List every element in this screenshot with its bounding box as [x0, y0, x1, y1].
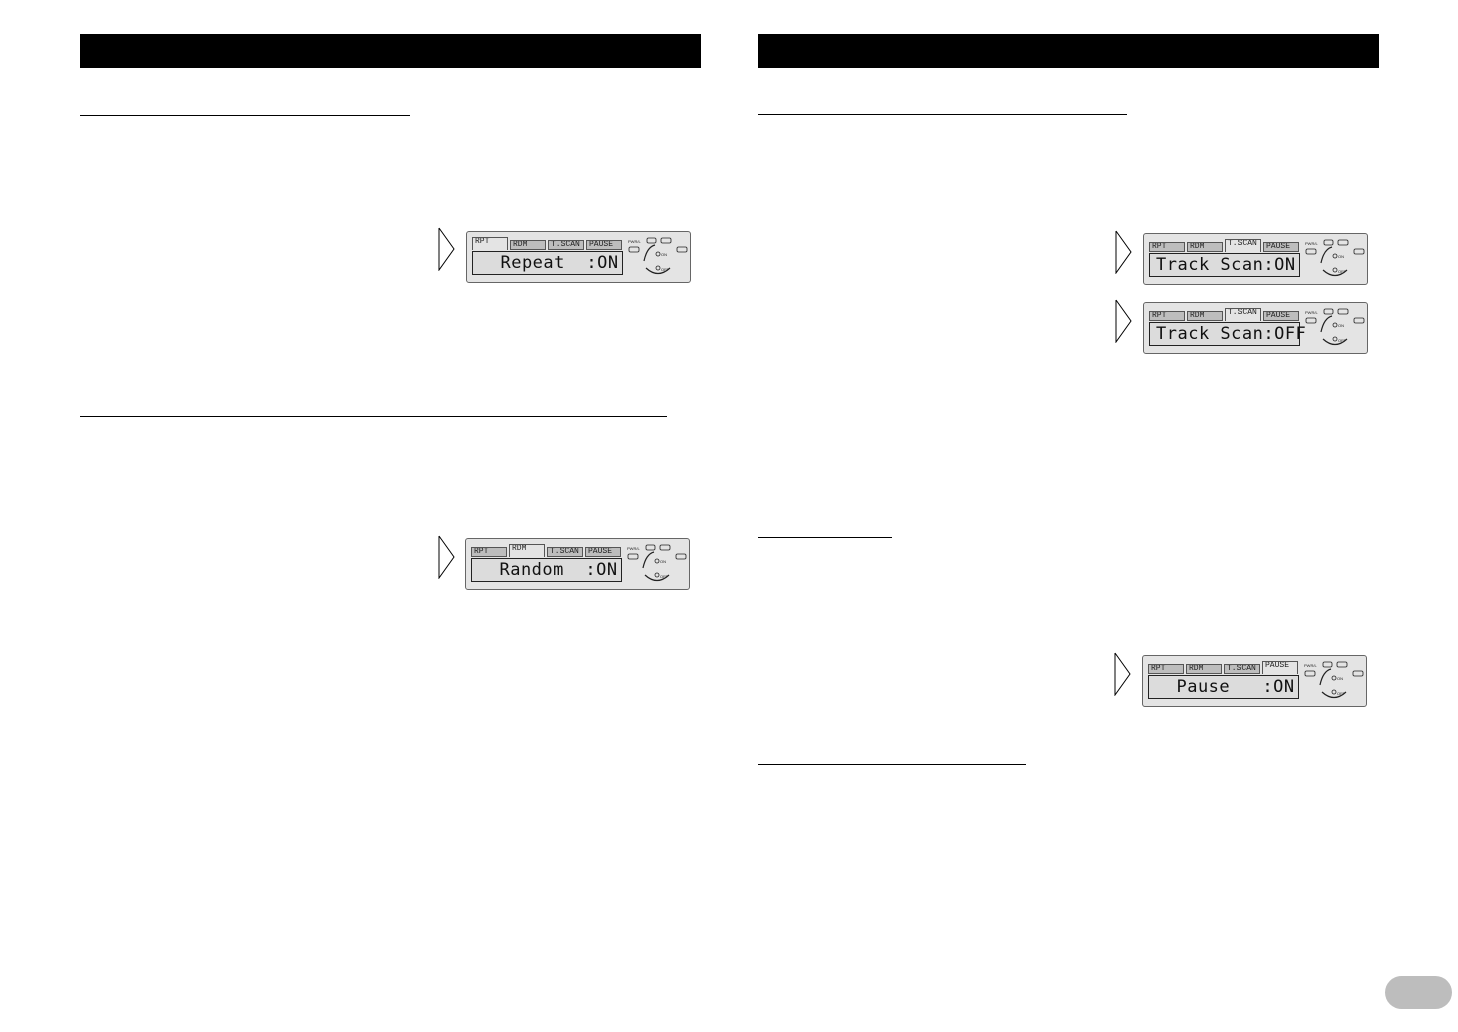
mode-tab: T.SCAN: [547, 547, 583, 557]
pointer-arrow-icon: [438, 227, 455, 271]
pointer-arrow-icon: [1114, 652, 1131, 696]
mode-tab: RPT: [1149, 311, 1185, 321]
on-label: ON: [661, 252, 667, 257]
pause-section-rule: [758, 537, 892, 538]
mode-tab: RPT: [1148, 664, 1184, 674]
mode-tab: T.SCAN: [1224, 664, 1260, 674]
bottom-section-rule: [758, 764, 1026, 765]
mode-tab: T.SCAN: [1225, 239, 1261, 252]
mode-tab: RPT: [471, 547, 507, 557]
pointer-arrow-icon: [1115, 230, 1132, 274]
mode-tab: RDM: [509, 544, 545, 557]
mode-tab: RDM: [1187, 311, 1223, 321]
random-section-rule: [80, 416, 667, 417]
lcd-screen: Repeat :ON: [472, 251, 623, 275]
off-label: OFF: [1337, 691, 1346, 696]
mode-tab: RDM: [510, 240, 546, 250]
pwr-label: PWR/L: [1305, 241, 1318, 246]
joystick-control-icon: PWR/L ON OFF: [627, 544, 687, 582]
on-label: ON: [660, 559, 666, 564]
lcd-screen: Track Scan:OFF: [1149, 322, 1306, 346]
pwr-label: PWR/L: [628, 239, 641, 244]
mode-tab: RDM: [1187, 242, 1223, 252]
off-label: OFF: [661, 267, 670, 272]
pwr-label: PWR/L: [627, 546, 640, 551]
mode-tab: T.SCAN: [1225, 308, 1261, 321]
off-label: OFF: [1338, 269, 1347, 274]
lcd-screen: Pause :ON: [1148, 675, 1299, 699]
mode-tab: PAUSE: [586, 240, 622, 250]
pwr-label: PWR/L: [1305, 310, 1318, 315]
lcd-screen: Random :ON: [471, 558, 622, 582]
off-label: OFF: [1338, 338, 1347, 343]
on-label: ON: [1337, 676, 1343, 681]
left-header-bar: [80, 34, 701, 68]
mode-tab: RPT: [472, 237, 508, 250]
right-header-bar: [758, 34, 1379, 68]
mode-tab: RDM: [1186, 664, 1222, 674]
on-label: ON: [1338, 323, 1344, 328]
track-scan-section-rule: [758, 114, 1127, 115]
lcd-screen: Track Scan:ON: [1149, 253, 1300, 277]
pwr-label: PWR/L: [1304, 663, 1317, 668]
repeat-section-rule: [80, 115, 410, 116]
joystick-control-icon: PWR/L ON OFF: [1304, 661, 1364, 699]
mode-tab: PAUSE: [1263, 242, 1299, 252]
mode-tab: PAUSE: [1263, 311, 1299, 321]
joystick-control-icon: PWR/L ON OFF: [628, 237, 688, 275]
mode-tab: PAUSE: [585, 547, 621, 557]
pointer-arrow-icon: [1115, 299, 1132, 343]
on-label: ON: [1338, 254, 1344, 259]
joystick-control-icon: PWR/L ON OFF: [1305, 239, 1365, 277]
mode-tab: PAUSE: [1262, 661, 1298, 674]
off-label: OFF: [660, 574, 669, 579]
page-number-pill: [1385, 976, 1452, 1009]
mode-tab: T.SCAN: [548, 240, 584, 250]
mode-tab: RPT: [1149, 242, 1185, 252]
joystick-control-icon: PWR/L ON OFF: [1305, 308, 1365, 346]
pointer-arrow-icon: [438, 535, 455, 579]
